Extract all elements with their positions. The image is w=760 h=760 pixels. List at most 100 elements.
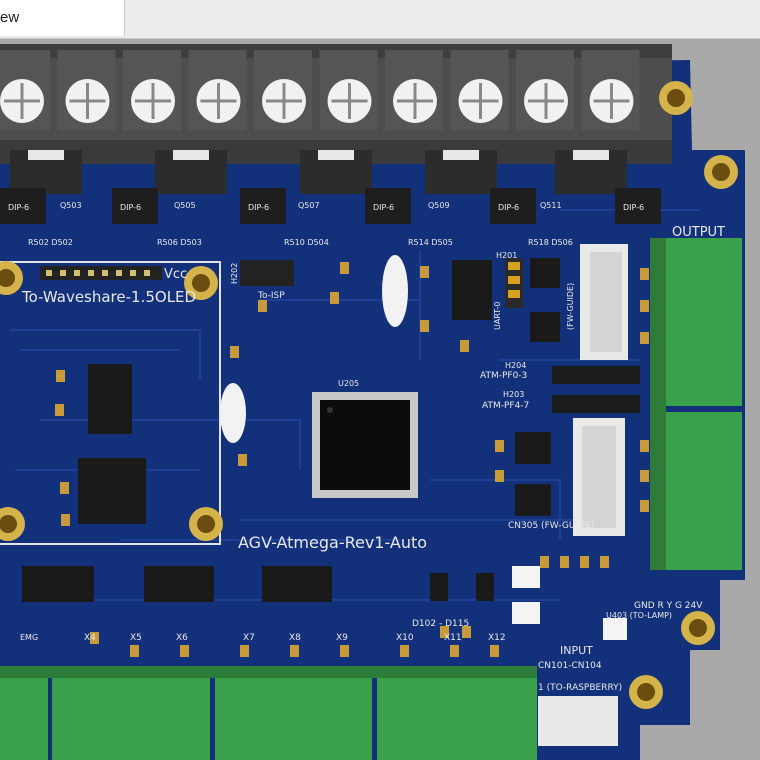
- x-input-label: X10: [396, 633, 414, 643]
- mosfet-label: Q505: [174, 201, 196, 210]
- header-pin: [74, 270, 80, 276]
- smd-passive: [420, 266, 429, 278]
- resistor-diode-label: R502 D502: [28, 238, 73, 247]
- smd-passive: [450, 645, 459, 657]
- smd-passive: [90, 632, 99, 644]
- smd-passive: [600, 556, 609, 568]
- smd-passive: [180, 645, 189, 657]
- terminal-screw: [581, 50, 640, 130]
- smd-passive: [130, 645, 139, 657]
- white-connectors: [538, 244, 628, 746]
- x-input-label: X5: [130, 633, 142, 643]
- crystal-x301: [382, 255, 408, 327]
- smd-passive: [640, 300, 649, 312]
- smd-passive: [61, 514, 70, 526]
- tab-view[interactable]: ew: [0, 0, 125, 36]
- board-title: AGV-Atmega-Rev1-Auto: [238, 533, 427, 552]
- dip-chip: DIP-6: [615, 188, 661, 224]
- smd-passive: [640, 332, 649, 344]
- smd-passive: [238, 454, 247, 466]
- mosfet: [10, 150, 82, 194]
- oled-label: To-Waveshare-1.5OLED: [21, 288, 196, 306]
- lamp-label: U403 (TO-LAMP): [606, 611, 672, 620]
- dip-label: DIP-6: [248, 203, 269, 212]
- dip-chip: DIP-6: [490, 188, 536, 224]
- terminal-screw: [385, 50, 443, 130]
- fw-guide-bottom-label: CN305 (FW-GUIDE): [508, 521, 594, 531]
- mosfet: [300, 150, 372, 194]
- mosfet-label: Q507: [298, 201, 320, 210]
- smd-passive: [640, 470, 649, 482]
- input-range-label: CN101-CN104: [538, 661, 602, 671]
- smd-passive: [230, 346, 239, 358]
- isp-header: [240, 260, 294, 286]
- smd-passive: [400, 645, 409, 657]
- smd-passive: [55, 404, 64, 416]
- smd-passive: [640, 440, 649, 452]
- oled-outline: [0, 261, 221, 545]
- smd-passive: [340, 262, 349, 274]
- uart-label: UART-0: [493, 302, 502, 330]
- header-pin: [116, 270, 122, 276]
- x-input-label: X8: [289, 633, 301, 643]
- smd-passive: [460, 340, 469, 352]
- dip-label: DIP-6: [373, 203, 394, 212]
- mosfet-label: Q509: [428, 201, 450, 210]
- h204-label: H204: [505, 361, 526, 370]
- terminal-screw: [123, 50, 181, 130]
- terminal-screw: [0, 50, 50, 130]
- lamp-pins-label: GND R Y G 24V: [634, 601, 703, 611]
- terminal-screw: [57, 50, 116, 130]
- smd-passive: [490, 645, 499, 657]
- header-pin: [60, 270, 66, 276]
- x-input-label: X12: [488, 633, 506, 643]
- app-tab-bar: ew: [0, 0, 760, 39]
- input-label: INPUT: [560, 644, 593, 657]
- header-pin: [130, 270, 136, 276]
- terminal-screw: [254, 50, 312, 130]
- header-pin: [144, 270, 150, 276]
- x-input-label: X9: [336, 633, 348, 643]
- x-input-label: X7: [243, 633, 255, 643]
- dip-label: DIP-6: [498, 203, 519, 212]
- resistor-diode-label: R506 D503: [157, 238, 202, 247]
- top-terminal-block: [0, 44, 672, 164]
- dip-label: DIP-6: [623, 203, 644, 212]
- smd-passive: [640, 500, 649, 512]
- passive-components: [55, 262, 649, 657]
- smd-passive: [580, 556, 589, 568]
- atm-pf4-header: [552, 395, 640, 413]
- header-pin: [102, 270, 108, 276]
- smd-passive: [258, 300, 267, 312]
- dip-chip: DIP-6: [240, 188, 286, 224]
- terminal-screw: [450, 50, 509, 130]
- dip-chip: DIP-6: [365, 188, 411, 224]
- smd-passive: [420, 320, 429, 332]
- x-input-label: X4: [84, 633, 96, 643]
- emg-label: EMG: [20, 633, 38, 642]
- x-input-label: X6: [176, 633, 188, 643]
- atm-pf0-header: [552, 366, 640, 384]
- leds: [512, 566, 627, 640]
- x-input-label: X11: [444, 633, 462, 643]
- atm-pf0-label: ATM-PF0-3: [480, 371, 527, 381]
- header-pin: [46, 270, 52, 276]
- dip-label: DIP-6: [8, 203, 29, 212]
- smd-passive: [290, 645, 299, 657]
- resistor-diode-label: R510 D504: [284, 238, 329, 247]
- green-terminals-right: [650, 238, 742, 570]
- mosfet: [425, 150, 497, 194]
- output-label: OUTPUT: [672, 225, 725, 240]
- green-terminals-bottom: [0, 666, 537, 760]
- fw-guide-top-label: (FW-GUIDE): [566, 283, 575, 330]
- mcu-label: U205: [338, 379, 359, 388]
- mosfet-label: Q511: [540, 201, 562, 210]
- mosfet: [555, 150, 627, 194]
- header-pin: [88, 270, 94, 276]
- smd-passive: [495, 470, 504, 482]
- raspberry-label: 1 (TO-RASPBERRY): [538, 683, 622, 693]
- isp-label: To-ISP: [257, 291, 285, 301]
- h203-label: H203: [503, 390, 524, 399]
- h202-label: H202: [230, 263, 239, 284]
